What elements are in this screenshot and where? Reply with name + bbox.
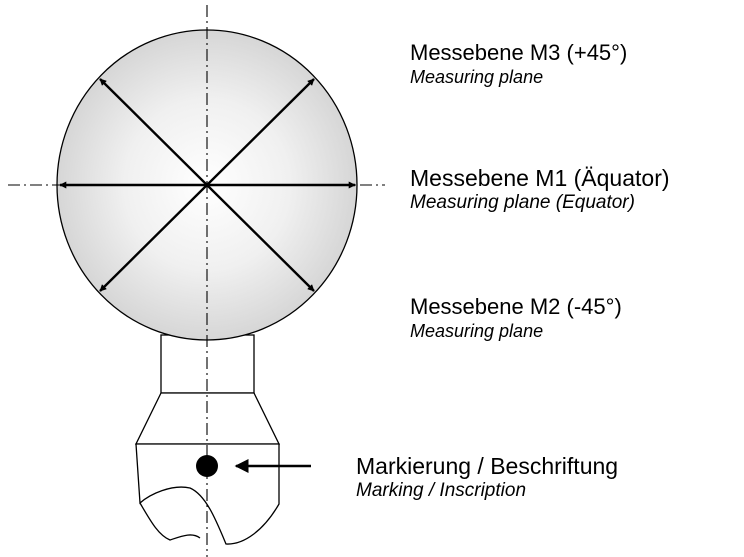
label-m1: Messebene M1 (Äquator) Measuring plane (… xyxy=(410,165,670,214)
label-m1-title: Messebene M1 (Äquator) xyxy=(410,165,670,191)
label-m3-subtitle: Measuring plane xyxy=(410,67,544,87)
m2-minus45-arrow xyxy=(99,78,315,292)
label-m2: Messebene M2 (-45°) Measuring plane xyxy=(410,294,622,342)
label-m2-subtitle: Measuring plane xyxy=(410,321,544,341)
label-m3: Messebene M3 (+45°) Measuring plane xyxy=(410,40,627,88)
shaft-break-line xyxy=(139,502,201,541)
label-marking-title: Markierung / Beschriftung xyxy=(356,453,619,479)
label-m3-title: Messebene M3 (+45°) xyxy=(410,40,628,65)
label-m1-subtitle: Measuring plane (Equator) xyxy=(410,192,635,213)
label-marking: Markierung / Beschriftung Marking / Insc… xyxy=(356,453,618,502)
label-m2-title: Messebene M2 (-45°) xyxy=(410,294,622,319)
label-marking-subtitle: Marking / Inscription xyxy=(356,480,527,501)
marking-dot xyxy=(196,455,218,477)
